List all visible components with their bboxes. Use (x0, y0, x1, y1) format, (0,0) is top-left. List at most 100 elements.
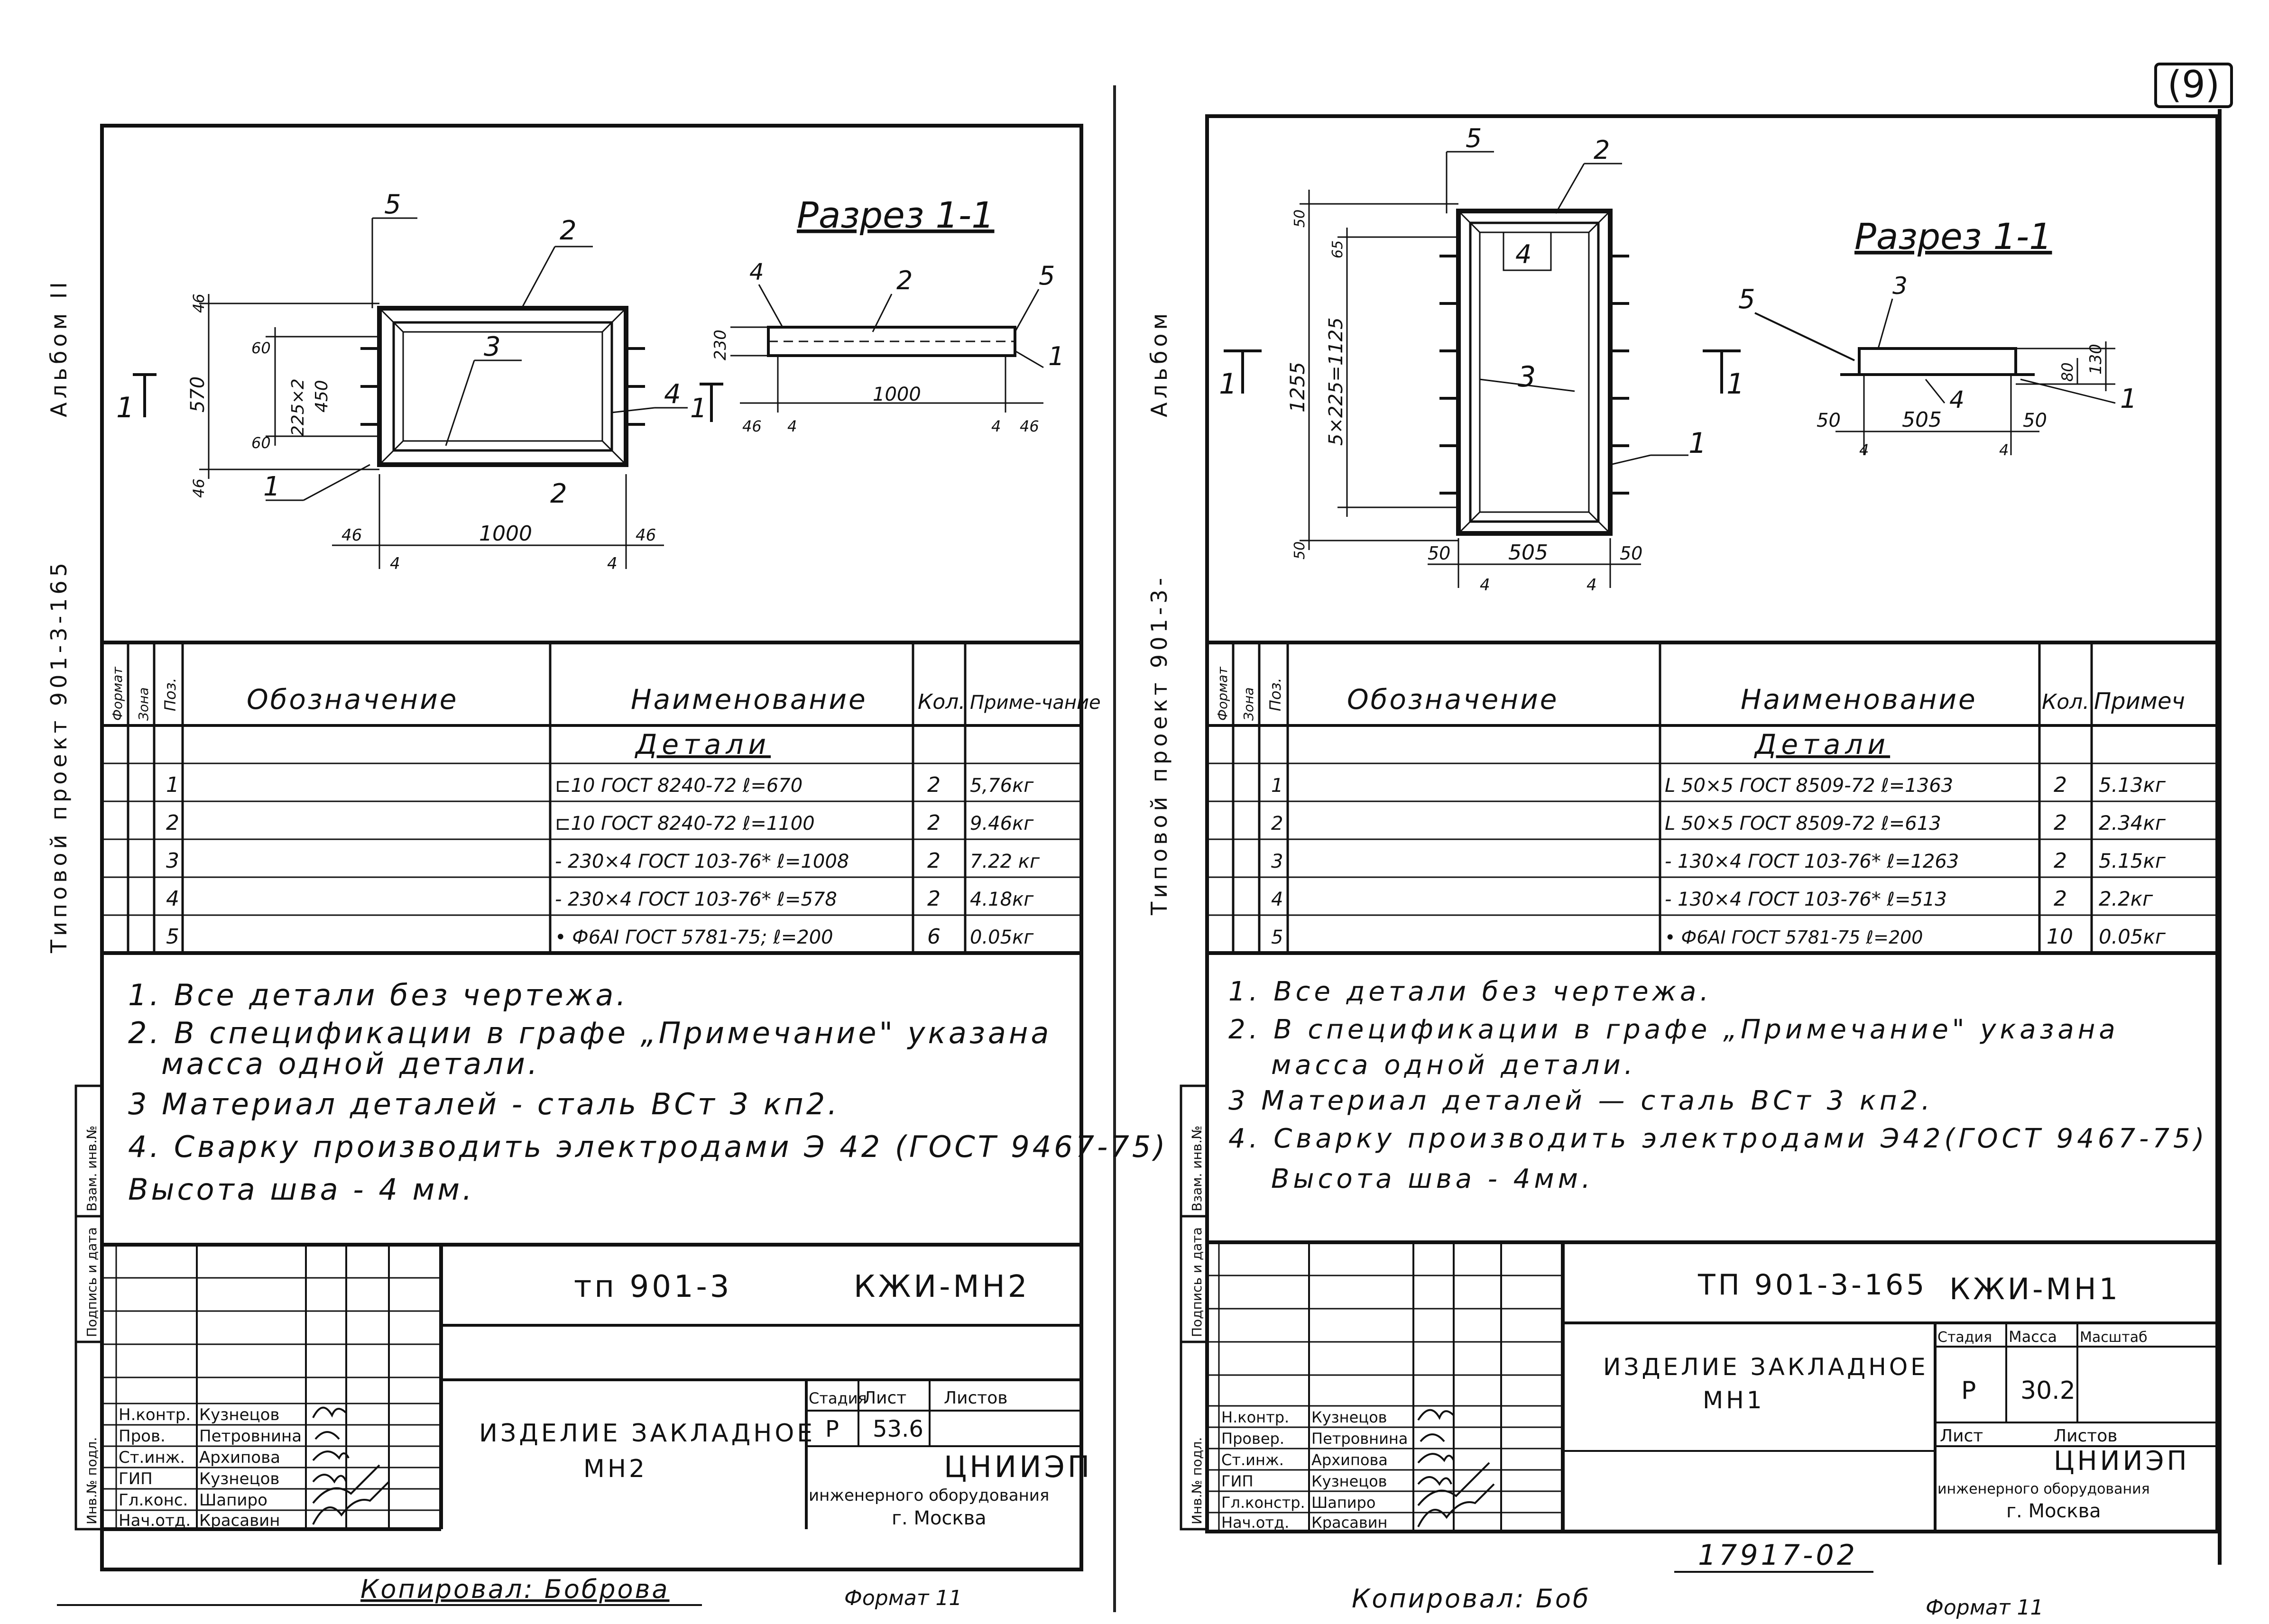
tb-h-sheets: Листов (2054, 1426, 2117, 1446)
tb-mass: 30.2 (2020, 1376, 2075, 1405)
note-line: масса одной детали. (161, 1046, 540, 1081)
sec-dim-side-right: 50 (2023, 410, 2047, 431)
hdr-name: Наименование (631, 683, 867, 716)
dim-spacing: 5×225=1125 (1325, 317, 1347, 446)
note-line: Высота шва - 4мм. (1271, 1164, 1594, 1194)
tb-person: Шапиро (199, 1491, 267, 1510)
tb-item-code: МН1 (1703, 1386, 1765, 1414)
tb-stage: Р (825, 1416, 839, 1442)
tb-h-sheets: Листов (944, 1388, 1007, 1408)
stamp-inv: Инв.№ подл. (1189, 1437, 1205, 1524)
sec-dim-width: 505 (1902, 408, 1942, 432)
tb-role: ГИП (1221, 1472, 1254, 1490)
note-line: 2. В спецификации в графе „Примечание" у… (1228, 1014, 2119, 1045)
section-view: Разрез 1-1 505 50 50 4 4 130 80 3 5 4 1 (1738, 215, 2137, 459)
tb-role: Нач.отд. (1221, 1514, 1289, 1532)
tb-person: Кузнецов (1311, 1472, 1387, 1490)
tb-org-line2: инженерного оборудования (1937, 1481, 2150, 1497)
row-qty: 10 (2047, 925, 2073, 949)
pos-label-1: 1 (263, 471, 280, 502)
sec-dim-height: 130 (2086, 344, 2105, 375)
row-pos: 1 (1271, 775, 1283, 797)
dim-side-right: 50 (1620, 543, 1642, 564)
table-row: 4 - 230×4 ГОСТ 103-76* ℓ=578 2 4.18кг (166, 887, 1034, 911)
row-qty: 2 (2054, 849, 2067, 873)
title-block: Н.контр. Кузнецов Провер. Петровнина Ст.… (1207, 1240, 2217, 1533)
dim-outer-height: 570 (187, 376, 209, 413)
sheet-format: Формат 11 (1926, 1596, 2044, 1620)
tb-code: ТП 901-3-165 (1697, 1268, 1927, 1302)
sec-dim-4-left: 4 (787, 417, 797, 435)
row-qty: 2 (927, 811, 941, 835)
sec-pos-2: 2 (896, 266, 913, 295)
row-qty: 2 (2054, 773, 2067, 797)
pos-label-5: 5 (1466, 123, 1482, 153)
tb-item-name: ИЗДЕЛИЕ ЗАКЛАДНОЕ (479, 1419, 815, 1448)
row-pos: 4 (1271, 889, 1283, 910)
tb-code: тп 901-3 (574, 1269, 732, 1304)
row-name: • Ф6АI ГОСТ 5781-75 ℓ=200 (1665, 927, 1923, 948)
stamp-replace: Взам. инв.№ (84, 1126, 100, 1211)
note-line: 4. Сварку производить электродами Э 42 (… (128, 1129, 1168, 1164)
tb-role: ГИП (119, 1469, 153, 1488)
side-album: Альбом II (46, 278, 72, 417)
pos-label-2: 2 (1594, 135, 1610, 165)
note-line: 4. Сварку производить электродами Э42(ГО… (1228, 1123, 2208, 1154)
note-line: 1. Все детали без чертежа. (1228, 976, 1712, 1007)
spec-table: Формат Зона Поз. Обозначение Наименовани… (102, 641, 1101, 955)
dim-side-4-left: 4 (390, 554, 400, 573)
sheet-right: Альбом Типовой проект 901-3- Инв.№ подл.… (1146, 114, 2219, 1620)
pos-label-5: 5 (384, 189, 401, 220)
sec-dim-side-left: 46 (742, 417, 762, 435)
dim-edge-bottom: 46 (190, 478, 208, 498)
side-stamp: Инв.№ подл. Подпись и дата Взам. инв.№ (1180, 1084, 1208, 1531)
dim-edge-bottom: 50 (1291, 541, 1308, 560)
dim-edge-top: 46 (190, 294, 208, 313)
signatures (1417, 1409, 1495, 1527)
row-name: ⊏10 ГОСТ 8240-72 ℓ=1100 (555, 813, 815, 835)
row-name: ⊏10 ГОСТ 8240-72 ℓ=670 (555, 775, 802, 797)
stamp-sign: Подпись и дата (1189, 1227, 1205, 1337)
tb-role: Н.контр. (119, 1405, 191, 1424)
dim-side-4-right: 4 (607, 554, 618, 573)
dim-outer-width: 505 (1508, 541, 1548, 565)
tb-role: Пров. (119, 1427, 166, 1446)
row-qty: 2 (927, 849, 941, 873)
dim-outer-width: 1000 (479, 522, 532, 546)
hdr-note: Примеч (2094, 688, 2185, 715)
sec-dim-side-left: 50 (1817, 410, 1841, 431)
pos-label-2-top: 2 (560, 215, 577, 246)
cut-mark-right: 1 (1726, 367, 1744, 401)
tb-person: Шапиро (1311, 1494, 1375, 1512)
row-pos: 3 (166, 849, 179, 873)
sec-dim-4-right: 4 (991, 417, 1001, 435)
note-line: 1. Все детали без чертежа. (128, 978, 628, 1012)
tb-org: ЦНИИЭП (944, 1450, 1092, 1484)
tb-person: Кузнецов (1311, 1408, 1387, 1426)
row-pos: 5 (166, 925, 179, 949)
stamp-replace: Взам. инв.№ (1189, 1126, 1205, 1211)
tb-sheet: 53.6 (873, 1416, 923, 1442)
tb-person: Кузнецов (199, 1469, 279, 1488)
stamp-inv: Инв.№ подл. (84, 1437, 100, 1524)
dim-offset-top: 60 (251, 339, 271, 357)
hdr-designation: Обозначение (247, 683, 458, 716)
note-line: 2. В спецификации в графе „Примечание" у… (128, 1016, 1051, 1050)
tb-person: Красавин (199, 1511, 280, 1530)
tb-city: г. Москва (892, 1507, 987, 1529)
tb-role: Н.контр. (1221, 1408, 1289, 1426)
row-qty: 6 (927, 925, 941, 949)
notes: 1. Все детали без чертежа. 2. В специфик… (1228, 976, 2208, 1194)
table-row: 4 - 130×4 ГОСТ 103-76* ℓ=513 2 2.2кг (1271, 887, 2153, 911)
hdr-note: Приме-чание (970, 692, 1101, 714)
tb-item-name: ИЗДЕЛИЕ ЗАКЛАДНОЕ (1603, 1353, 1928, 1381)
copied-by: Копировал: Боб (1352, 1584, 1590, 1614)
sec-pos-1: 1 (2120, 384, 2137, 414)
table-row: 3 - 230×4 ГОСТ 103-76* ℓ=1008 2 7.22 кг (166, 849, 1040, 873)
note-line: Высота шва - 4 мм. (128, 1172, 475, 1207)
dim-spacing: 225×2 (288, 378, 308, 436)
cut-mark-left: 1 (1219, 367, 1237, 401)
table-row: 5 • Ф6АI ГОСТ 5781-75; ℓ=200 6 0.05кг (166, 925, 1034, 949)
sheet-left: Альбом II Типовой проект 901-3-165 Инв.№… (46, 124, 1168, 1610)
tb-org: ЦНИИЭП (2054, 1446, 2190, 1477)
